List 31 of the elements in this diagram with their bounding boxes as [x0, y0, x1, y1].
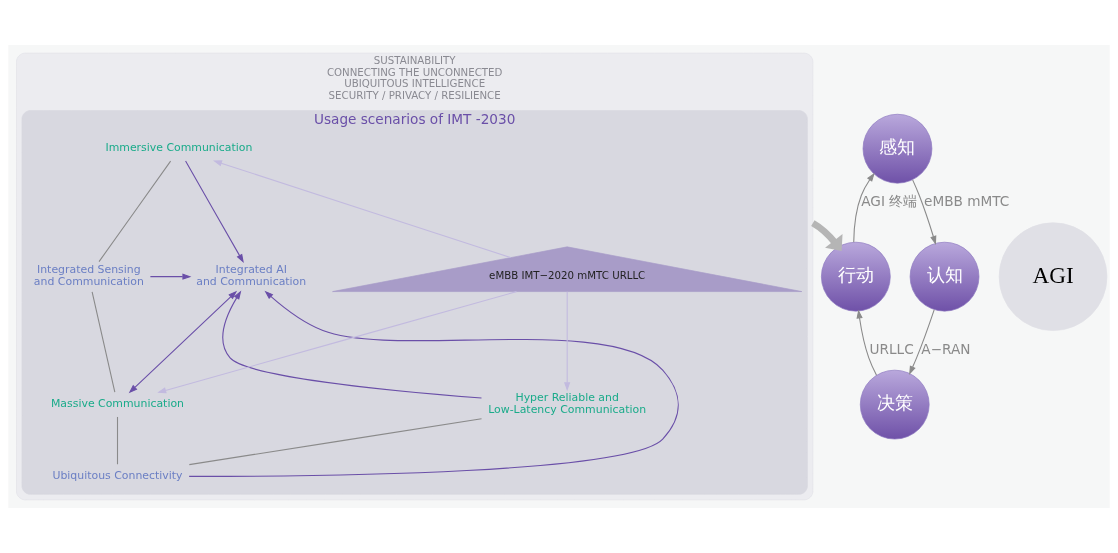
node-circle: 认知 — [909, 241, 980, 312]
arrow — [188, 290, 679, 477]
connector — [98, 160, 172, 263]
arrow — [811, 220, 843, 251]
edge-label: eMBB mMTC — [924, 193, 1010, 210]
arrow — [856, 309, 878, 376]
arrow — [853, 172, 875, 243]
connector — [116, 416, 119, 465]
node-circle: 决策 — [859, 369, 930, 440]
connector — [91, 291, 116, 393]
arrow — [912, 179, 937, 245]
node-text: Ubiquitous Connectivity — [52, 469, 183, 483]
arrow — [128, 290, 238, 394]
node-text: Immersive Communication — [105, 141, 253, 155]
node-circle: 行动 — [821, 241, 891, 312]
node-text: Hyper Reliable and Low-Latency Communication — [488, 391, 647, 417]
arrow — [149, 273, 192, 280]
edge-label: A−RAN — [921, 340, 971, 357]
edge-label: URLLC — [869, 340, 914, 357]
arrow — [185, 160, 244, 264]
arrow — [222, 290, 483, 399]
arrow — [157, 291, 518, 394]
edge-label: AGI 终端 — [861, 193, 918, 210]
node-text: Integrated Sensing and Communication — [33, 263, 144, 289]
node-text: Massive Communication — [50, 397, 185, 411]
arrow — [213, 160, 512, 259]
node-text: Integrated AI and Communication — [196, 263, 307, 289]
arrow — [909, 309, 935, 375]
connector — [188, 418, 483, 466]
node-circle: AGI — [998, 222, 1108, 331]
arrow — [564, 291, 571, 392]
